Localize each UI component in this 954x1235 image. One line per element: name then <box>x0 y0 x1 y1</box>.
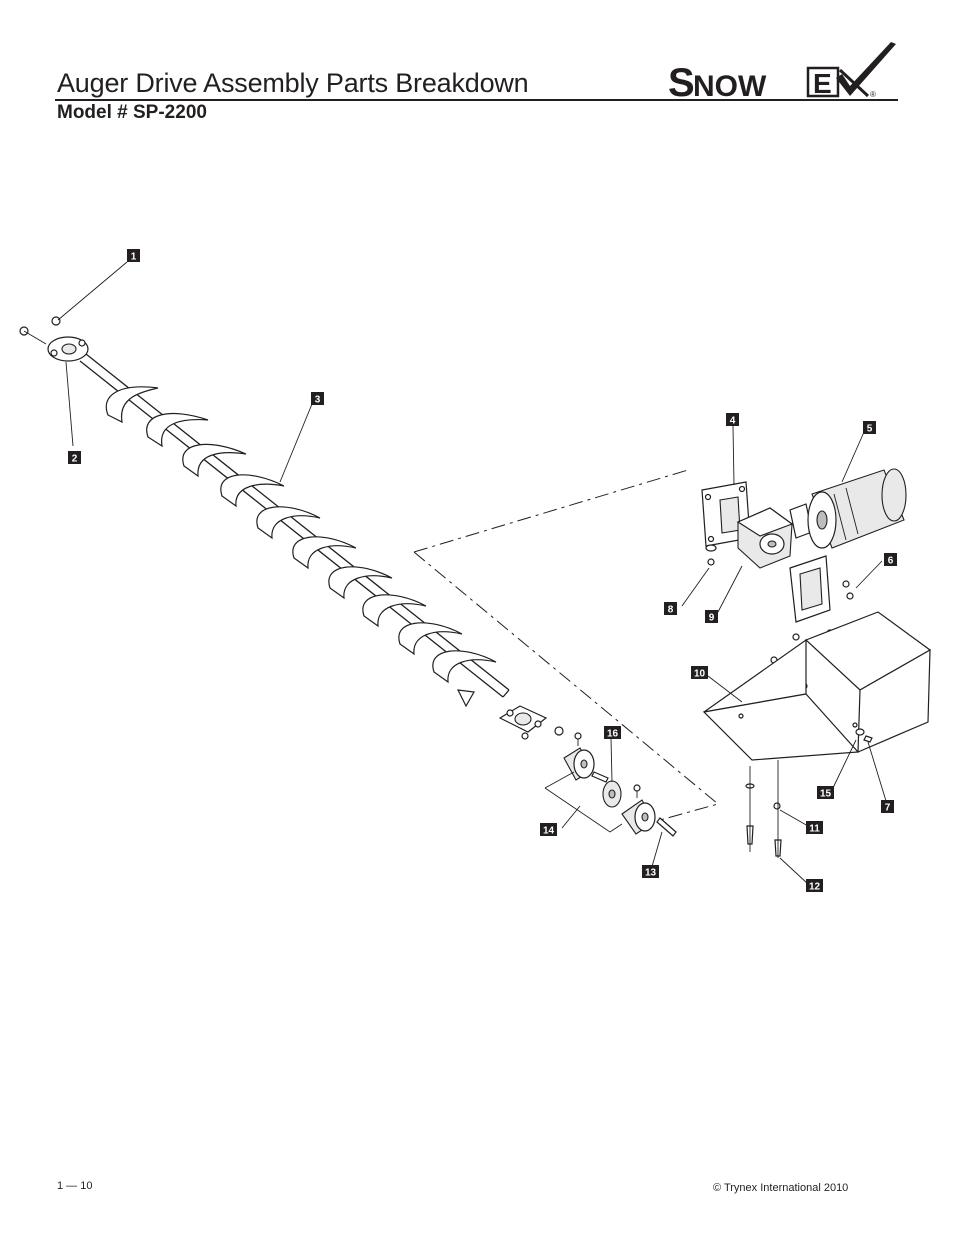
model-number: Model # SP-2200 <box>57 102 207 123</box>
callout-16: 16 <box>604 726 621 740</box>
callout-1: 1 <box>127 249 140 263</box>
svg-text:8: 8 <box>668 605 674 616</box>
svg-text:5: 5 <box>867 424 873 435</box>
auger-flighting <box>105 386 497 708</box>
svg-text:9: 9 <box>709 613 715 624</box>
snowex-logo-x-stroke <box>838 68 870 98</box>
callout-4: 4 <box>726 413 739 427</box>
svg-text:11: 11 <box>809 824 820 835</box>
svg-text:S: S <box>668 61 695 102</box>
callout-3: 3 <box>311 392 324 406</box>
registered-mark: ® <box>870 90 876 99</box>
electric-motor <box>807 468 907 549</box>
phantom-line <box>413 469 720 821</box>
callout-8: 8 <box>664 602 677 616</box>
callout-11: 11 <box>806 821 823 835</box>
title-rule <box>55 99 898 101</box>
svg-text:7: 7 <box>885 803 891 814</box>
flange-bearing-left <box>47 336 89 362</box>
svg-text:3: 3 <box>315 395 321 406</box>
snowex-logo-e: E <box>813 68 832 99</box>
gearbox <box>736 503 813 569</box>
callout-15: 15 <box>817 786 834 800</box>
leader-lines <box>57 261 887 885</box>
svg-text:15: 15 <box>820 789 832 800</box>
page-number: 1 — 10 <box>57 1180 93 1192</box>
coupler-washer <box>602 780 622 808</box>
callout-5: 5 <box>863 421 876 435</box>
callout-7: 7 <box>881 800 894 814</box>
svg-text:10: 10 <box>694 669 706 680</box>
svg-text:14: 14 <box>543 826 555 837</box>
motor-cover <box>702 611 932 761</box>
snowex-logo-e-box <box>806 66 840 98</box>
page-title: Auger Drive Assembly Parts Breakdown <box>57 68 529 98</box>
svg-text:16: 16 <box>607 729 619 740</box>
coupler-hub-b <box>621 784 656 835</box>
coupler-group-bracket <box>544 771 623 833</box>
callout-12: 12 <box>806 879 823 893</box>
snowex-logo-lettering: S NOW <box>668 61 767 102</box>
callout-10: 10 <box>691 666 708 680</box>
svg-text:12: 12 <box>809 882 821 893</box>
callout-2: 2 <box>68 451 81 465</box>
snowex-logo-check <box>836 42 896 96</box>
copyright-notice: © Trynex International 2010 <box>713 1182 849 1194</box>
auger-shaft <box>79 353 510 698</box>
callout-9: 9 <box>705 610 718 624</box>
callout-6: 6 <box>884 553 897 567</box>
lock-nut-left <box>19 316 61 345</box>
svg-text:NOW: NOW <box>693 70 767 102</box>
callout-14: 14 <box>540 823 557 837</box>
svg-text:2: 2 <box>72 454 78 465</box>
roll-pin <box>656 817 677 837</box>
callout-13: 13 <box>642 865 659 879</box>
svg-text:4: 4 <box>730 416 736 427</box>
snowex-logo: S NOW E ® <box>668 42 896 102</box>
cover-hardware <box>745 728 873 857</box>
svg-text:1: 1 <box>131 252 137 263</box>
svg-text:6: 6 <box>888 556 894 567</box>
motor-support-bracket <box>789 555 854 623</box>
coupler-pin-upper <box>574 732 582 746</box>
coupler-hub-a <box>563 747 609 783</box>
flange-bearing-right <box>498 705 564 740</box>
svg-text:13: 13 <box>645 868 657 879</box>
